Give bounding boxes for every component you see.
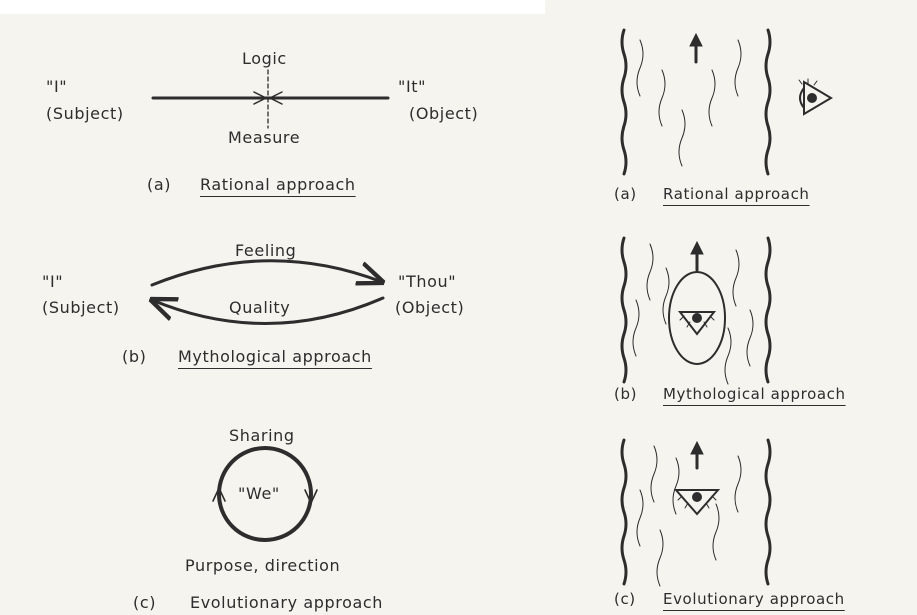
quality-arc bbox=[152, 298, 383, 324]
we-circle bbox=[219, 448, 311, 540]
river-panel-a bbox=[622, 30, 831, 174]
feeling-arc bbox=[152, 261, 382, 285]
river-panel-b bbox=[622, 238, 770, 384]
river-panel-c bbox=[622, 440, 770, 586]
